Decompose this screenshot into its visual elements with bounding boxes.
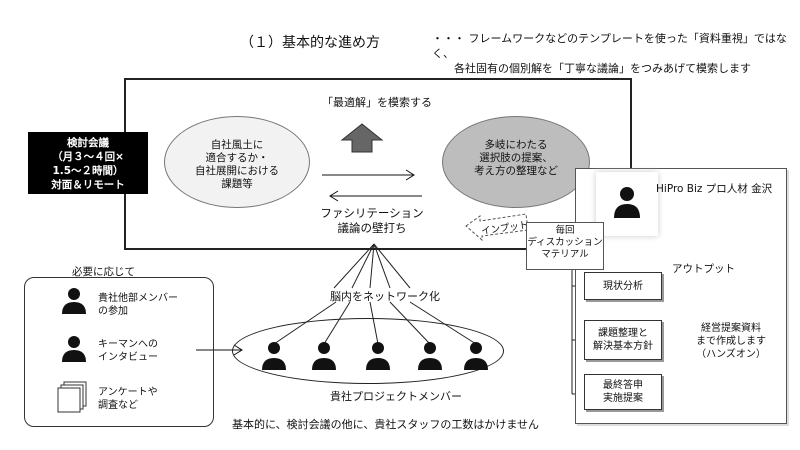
approach-note-line1: ・・・ フレームワークなどのテンプレートを使った「資料重視」ではなく、 <box>432 32 787 60</box>
output-step-current-analysis: 現状分析 <box>584 272 662 300</box>
approach-note: ・・・ フレームワークなどのテンプレートを使った「資料重視」ではなく、 各社固有… <box>432 31 792 76</box>
output-step-final-proposal: 最終答申 実施提案 <box>584 374 662 410</box>
approach-note-line2: 各社固有の個別解を「丁寧な議論」をつみあげて模索します <box>454 62 751 75</box>
person-icon <box>366 342 390 370</box>
facilitation-label: ファシリテーション 議論の壁打ち <box>320 206 424 235</box>
needs-item-interview: キーマンへの インタビュー <box>98 339 158 363</box>
discussion-material: 毎回 ディスカッション マテリアル <box>526 222 604 270</box>
network-label: 脳内をネットワーク化 <box>330 290 440 303</box>
person-icon <box>62 288 86 314</box>
members-group <box>262 342 488 370</box>
client-perspective-ellipse: 自社風土に 適合するか・ 自社展開における 課題等 <box>164 116 310 208</box>
needs-item-survey: アンケートや 調査など <box>98 387 158 411</box>
search-label: 「最適解」を模索する <box>322 96 432 109</box>
person-icon <box>312 342 336 370</box>
consultant-perspective-text: 多岐にわたる 選択肢の提案、 考え方の整理など <box>474 139 558 177</box>
members-ellipse <box>232 318 504 384</box>
meeting-label: 検討会議 （月３～４回× 1.5～２時間） 対面＆リモート <box>28 132 148 194</box>
members-label: 貴社プロジェクトメンバー <box>330 390 462 403</box>
section-title: （１）基本的な進め方 <box>240 35 380 51</box>
person-icon <box>614 187 640 218</box>
person-icon <box>262 342 286 370</box>
needs-box <box>24 277 214 427</box>
network-fan-lines <box>333 243 411 289</box>
bottom-note: 基本的に、検討会議の他に、貴社スタッフの工数はかけません <box>232 418 540 431</box>
client-perspective-text: 自社風土に 適合するか・ 自社展開における 課題等 <box>195 139 279 190</box>
person-icon <box>464 342 488 370</box>
needs-label: 必要に応じて <box>72 266 135 278</box>
document-stack-icon <box>57 381 87 413</box>
consultant-perspective-ellipse: 多岐にわたる 選択肢の提案、 考え方の整理など <box>442 116 590 208</box>
output-step-issue-policy: 課題整理と 解決基本方針 <box>584 320 662 360</box>
person-icon <box>418 342 442 370</box>
needs-item-other-members: 貴社他部メンバー の参加 <box>98 293 178 317</box>
right-arrow-icon <box>322 169 415 181</box>
output-label: アウトプット <box>672 263 735 275</box>
consultant-avatar-box <box>596 172 658 236</box>
output-summary: 経営提案資料 まで作成します （ハンズオン） <box>696 323 766 360</box>
left-arrow-icon <box>329 190 422 202</box>
consultant-label: HiPro Biz プロ人材 金沢 <box>656 183 773 195</box>
person-icon <box>62 336 86 362</box>
up-arrow-icon <box>340 123 384 153</box>
